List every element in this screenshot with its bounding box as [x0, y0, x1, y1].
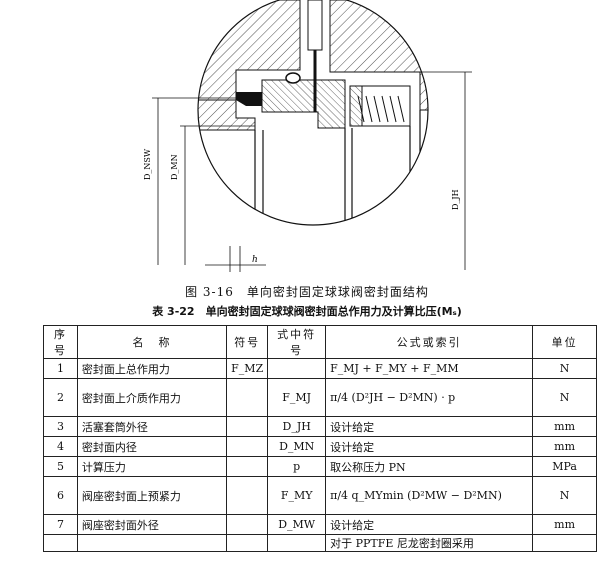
cell-symbol	[226, 436, 269, 457]
cell-no: 7	[43, 514, 78, 535]
seat-ring-hatch	[261, 79, 346, 129]
cell-formula-symbol: D_MW	[267, 514, 327, 535]
cell-formula-symbol: D_MN	[267, 436, 327, 457]
stem-rod	[307, 0, 323, 51]
cell-symbol	[226, 476, 269, 515]
cell-formula: π/4 (D²JH − D²MN) · p	[325, 378, 534, 417]
cell-name: 阀座密封面外径	[76, 514, 228, 535]
cell-formula: 取公称压力 PN	[325, 456, 534, 477]
cell-symbol	[226, 534, 269, 552]
cell-formula-symbol: F_MY	[267, 476, 327, 515]
cell-unit: MPa	[532, 456, 597, 477]
header-no: 序号	[43, 325, 78, 359]
cell-no	[43, 534, 78, 552]
cell-unit	[532, 534, 597, 552]
cell-symbol	[226, 416, 269, 437]
table-header-row: 序号 名 称 符号 式中符号 公式或索引 单位	[43, 325, 597, 359]
cell-no: 4	[43, 436, 78, 457]
cell-no: 6	[43, 476, 78, 515]
cell-symbol: F_MZ	[226, 358, 269, 379]
cell-no: 1	[43, 358, 78, 379]
cell-symbol	[226, 378, 269, 417]
valve-seal-drawing: D_NSW D_MN D_JH h	[143, 0, 472, 272]
figure-caption: 图 3-16 单向密封固定球球阀密封面结构	[185, 285, 429, 299]
cell-formula-symbol: D_JH	[267, 416, 327, 437]
cell-unit: N	[532, 378, 597, 417]
header-symbol: 符号	[226, 325, 269, 359]
cell-formula-symbol	[267, 534, 327, 552]
header-name: 名 称	[76, 325, 228, 359]
cell-name: 密封面内径	[76, 436, 228, 457]
cell-symbol	[226, 514, 269, 535]
cell-name: 活塞套筒外径	[76, 416, 228, 437]
label-d-jh: D_JH	[451, 189, 460, 210]
cell-formula-symbol: p	[267, 456, 327, 477]
cell-formula-symbol	[267, 358, 327, 379]
table-caption: 表 3-22 单向密封固定球球阀密封面总作用力及计算比压(Mₛ)	[152, 305, 462, 318]
cell-unit: mm	[532, 436, 597, 457]
cell-unit: N	[532, 476, 597, 515]
cell-name	[76, 534, 228, 552]
seal-insert	[236, 92, 262, 106]
cell-unit: N	[532, 358, 597, 379]
header-formula: 公式或索引	[325, 325, 534, 359]
cell-formula: 设计给定	[325, 514, 534, 535]
cell-name: 阀座密封面上预紧力	[76, 476, 228, 515]
label-d-mn: D_MN	[170, 154, 179, 180]
label-h: h	[252, 255, 258, 265]
header-unit: 单位	[532, 325, 597, 359]
cell-name: 密封面上总作用力	[76, 358, 228, 379]
cell-formula: π/4 q_MYmin (D²MW − D²MN)	[325, 476, 534, 515]
cell-no: 5	[43, 456, 78, 477]
cell-no: 2	[43, 378, 78, 417]
cell-no: 3	[43, 416, 78, 437]
label-d-nsw: D_NSW	[143, 148, 152, 180]
cell-formula: 对于 PPTFE 尼龙密封圈采用	[325, 534, 534, 552]
table-row: 对于 PPTFE 尼龙密封圈采用	[43, 534, 597, 552]
cell-formula: 设计给定	[325, 416, 534, 437]
header-formula-symbol: 式中符号	[267, 325, 327, 359]
cell-name: 密封面上介质作用力	[76, 378, 228, 417]
cell-formula-symbol: F_MJ	[267, 378, 327, 417]
cell-formula: F_MJ + F_MY + F_MM	[325, 358, 534, 379]
cell-name: 计算压力	[76, 456, 228, 477]
cell-unit: mm	[532, 416, 597, 437]
cell-formula: 设计给定	[325, 436, 534, 457]
cell-symbol	[226, 456, 269, 477]
cell-unit: mm	[532, 514, 597, 535]
